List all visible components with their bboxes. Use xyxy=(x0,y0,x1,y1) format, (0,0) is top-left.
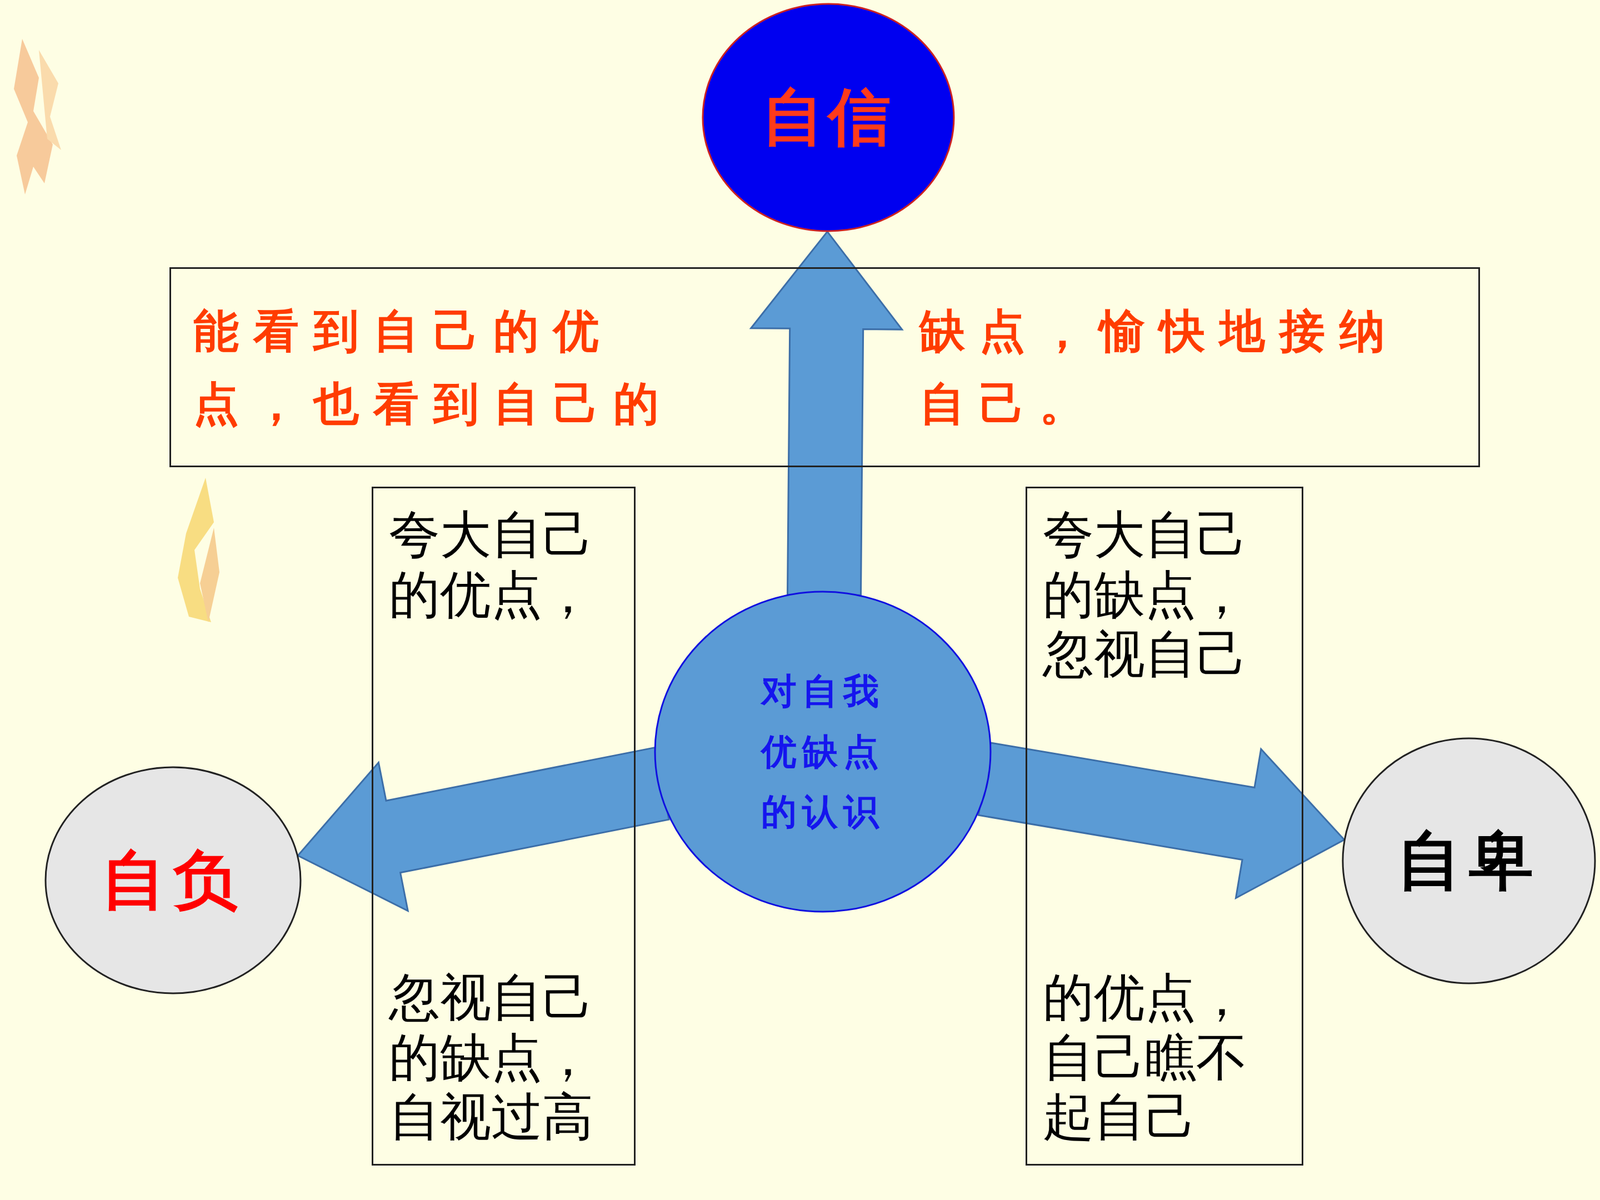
inferiority-circle: 自卑 xyxy=(1341,736,1597,985)
node-text: 自卑 xyxy=(1396,817,1542,905)
ellipse-shape xyxy=(702,3,954,232)
node-text: 夸大自己的缺点，忽视自己 xyxy=(1042,505,1287,685)
node-text: 的优点，自己瞧不起自己 xyxy=(1042,967,1287,1148)
confidence-circle: 自信 xyxy=(701,2,956,233)
decor-figure xyxy=(13,38,62,195)
ellipse-shape xyxy=(1342,738,1595,984)
conceit-circle: 自负 xyxy=(43,765,303,995)
node-text: 对自我优缺点的认识 xyxy=(756,661,890,843)
inferiority-box: 夸大自己的缺点，忽视自己的优点，自己瞧不起自己 xyxy=(1025,486,1304,1166)
definition-box: 能看到自己的优点，也看到自己的缺点，愉快地接纳自己。 xyxy=(169,267,1480,468)
block-arrow xyxy=(751,231,903,595)
node-text: 忽视自己的缺点，自视过高 xyxy=(388,967,619,1148)
arrogance-box: 夸大自己的优点， 忽视自己的缺点，自视过高 xyxy=(371,486,636,1166)
node-text: 能看到自己的优点，也看到自己的缺点，愉快地接纳自己。 xyxy=(193,294,1457,440)
ellipse-shape xyxy=(45,767,301,994)
ellipse-shape xyxy=(655,591,991,912)
node-text: 自信 xyxy=(761,75,895,160)
decor-figure xyxy=(177,477,220,623)
block-arrow xyxy=(978,742,1344,898)
node-text: 夸大自己的优点， xyxy=(388,505,619,625)
self-knowledge-circle: 对自我优缺点的认识 xyxy=(653,590,993,914)
node-text: 自负 xyxy=(101,837,246,924)
block-arrow xyxy=(297,747,669,912)
